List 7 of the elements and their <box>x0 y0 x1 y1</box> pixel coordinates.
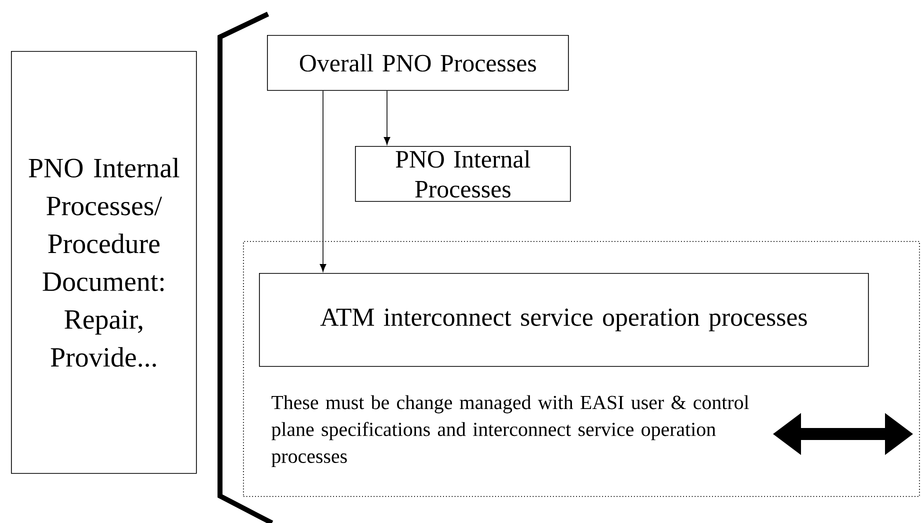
process-box: PNO Internal Processes <box>355 146 571 202</box>
note-text: These must be change managed with EASI user & control plane specifications and interconnect service operation processes <box>272 395 749 468</box>
process-box: PNO Internal Processes/ Procedure Document: Repair, Provide... <box>11 51 197 474</box>
process-box: Overall PNO Processes <box>267 35 569 91</box>
arrow <box>384 90 390 145</box>
process-box: ATM interconnect service operation processes <box>259 273 869 367</box>
arrow <box>320 90 326 272</box>
